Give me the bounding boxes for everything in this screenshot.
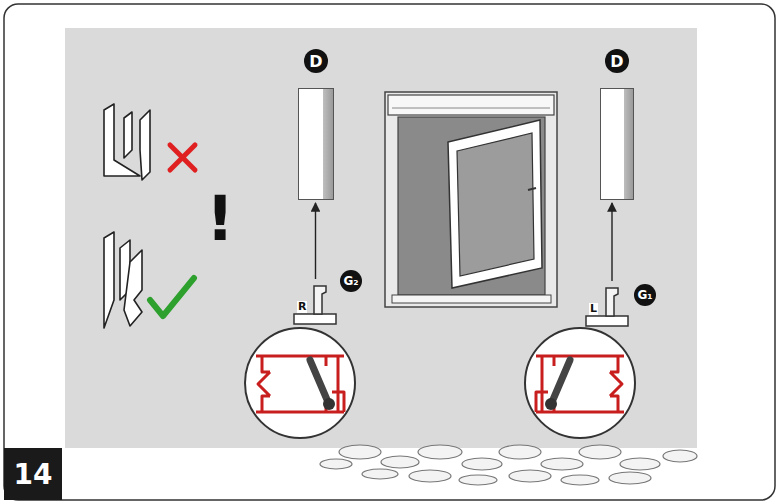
- paving-stone: [499, 445, 541, 459]
- clip-upright: [314, 286, 326, 314]
- profile-part: D: [600, 88, 634, 200]
- clip-base: [294, 314, 336, 324]
- window-frame: [385, 92, 557, 307]
- paving-stone: [462, 458, 502, 470]
- paving-stone: [339, 445, 381, 459]
- sash-glass: [457, 133, 534, 276]
- paving-stone: [362, 469, 398, 479]
- end-clip-part: L: [584, 284, 630, 330]
- roller-line: [392, 108, 550, 109]
- side-letter: R: [297, 301, 307, 313]
- step-number: 14: [14, 458, 53, 491]
- step-number-box: 14: [4, 448, 62, 500]
- window-sill: [392, 295, 551, 303]
- paving-stone: [320, 459, 352, 469]
- roller-box: [388, 95, 554, 115]
- wrong-fit-sketch: [104, 104, 150, 180]
- caution-mark: !: [206, 188, 234, 250]
- insert-arrow: [315, 203, 316, 279]
- paving-stone: [381, 456, 419, 468]
- paving-stone: [561, 475, 599, 485]
- paving-stone: [620, 458, 660, 470]
- part-code-badge: G₂: [340, 270, 362, 292]
- paving-stone: [609, 472, 651, 484]
- insert-arrow: [611, 203, 612, 281]
- wall-panel: [65, 28, 697, 448]
- clip-upright: [606, 288, 618, 316]
- paving-stone: [418, 445, 462, 459]
- wrong-mark: [170, 145, 195, 170]
- side-letter: L: [589, 303, 598, 315]
- window-opening: [398, 117, 545, 295]
- sash-handle: [528, 188, 536, 190]
- open-sash: [448, 120, 542, 288]
- right-fit-sketch: [104, 232, 142, 328]
- detail-left: [245, 328, 355, 438]
- detail-right: [525, 328, 635, 438]
- part-letter-badge: D: [605, 49, 629, 73]
- page-frame: [4, 4, 775, 500]
- part-letter-badge: D: [304, 49, 328, 73]
- profile-part: D: [298, 88, 334, 200]
- end-clip-part: R: [292, 282, 338, 328]
- paving-stones: [320, 445, 697, 485]
- paving-stone: [579, 445, 621, 459]
- paving-stone: [459, 475, 497, 485]
- part-code-badge: G₁: [634, 284, 656, 306]
- paving-stone: [541, 458, 583, 470]
- paving-stone: [509, 470, 551, 482]
- clip-base: [586, 316, 628, 326]
- paving-stone: [663, 450, 697, 462]
- paving-stone: [409, 470, 451, 482]
- right-mark: [150, 278, 194, 316]
